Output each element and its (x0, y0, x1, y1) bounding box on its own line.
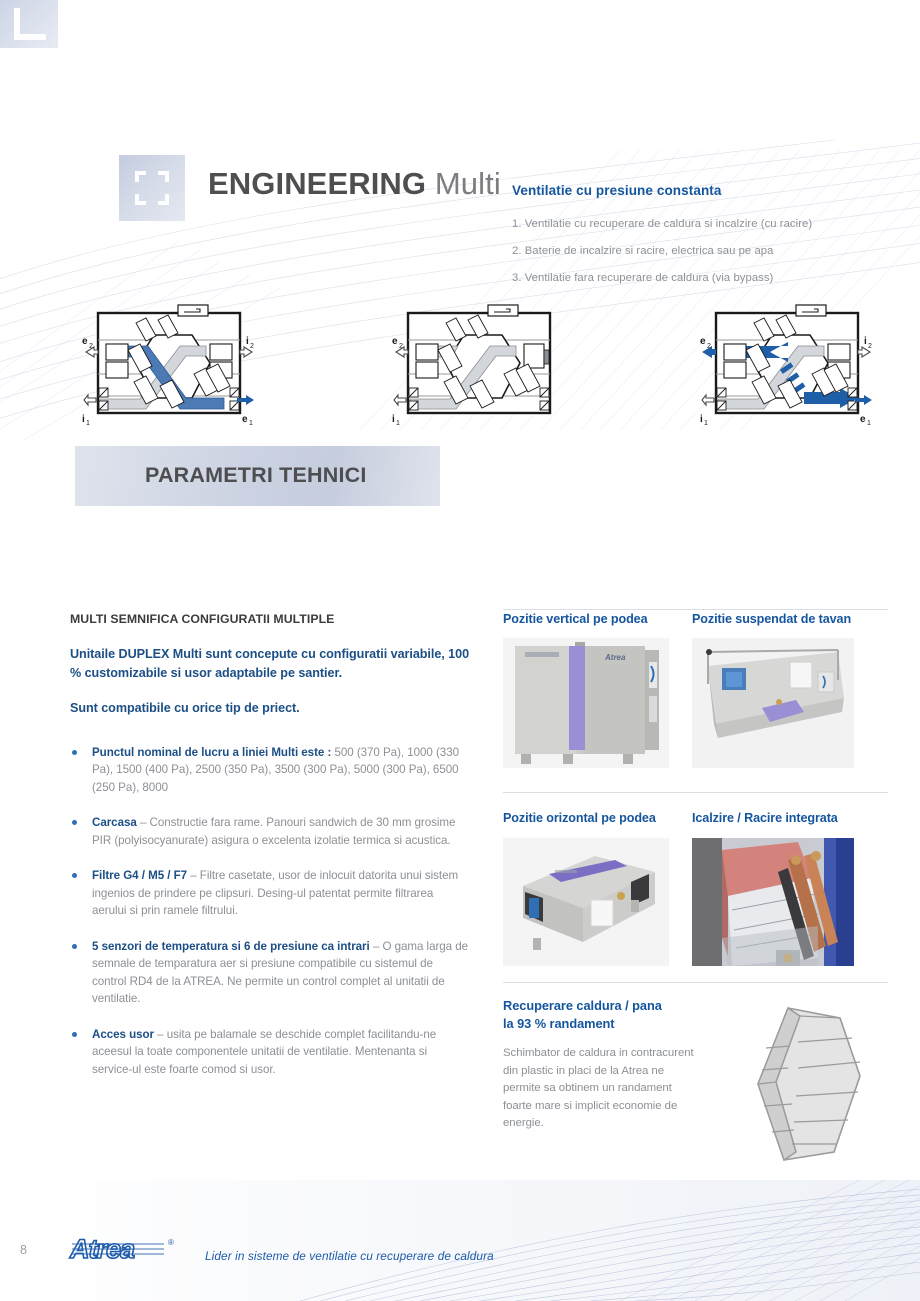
right-divider-top (503, 609, 888, 610)
right-divider-bottom (503, 982, 888, 983)
feature-bullet-title: Filtre G4 / M5 / F7 (92, 869, 188, 882)
feature-bullet-text: – O gama larga de semnale de temparatura… (92, 939, 469, 1006)
photo-vertical-floor: Atrea (503, 638, 669, 768)
photo-heading-integrated-heating-cooling: Icalzire / Racire integrata (692, 811, 838, 825)
heat-exchanger-graphic (757, 1006, 861, 1162)
left-column: MULTI SEMNIFICA CONFIGURATII MULTIPLE Un… (70, 612, 470, 1096)
page-number: 8 (20, 1243, 27, 1257)
section-banner: PARAMETRI TEHNICI (75, 446, 440, 506)
feature-bullet-text: – Filtre casetate, usor de inlocuit dato… (92, 869, 459, 917)
feature-bullet: Carcasa – Constructie fara rame. Panouri… (70, 814, 470, 849)
svg-text:1: 1 (867, 420, 871, 425)
photo-heading-ceiling-suspended: Pozitie suspendat de tavan (692, 612, 852, 626)
svg-text:1: 1 (249, 420, 253, 425)
corner-bracket-icon (14, 8, 46, 40)
svg-text:2: 2 (707, 343, 711, 350)
svg-text:i: i (246, 336, 249, 347)
bullet-dot-icon (72, 820, 77, 825)
feature-bullet: 5 senzori de temperatura si 6 de presiun… (70, 938, 470, 1008)
engineering-bracket-icon (119, 155, 185, 221)
svg-text:Atrea: Atrea (604, 653, 626, 662)
photo-ceiling-suspended (692, 638, 854, 768)
bullet-dot-icon (72, 749, 77, 755)
svg-text:e: e (700, 336, 706, 347)
svg-text:i: i (864, 336, 867, 347)
section-banner-label: PARAMETRI TEHNICI (145, 463, 367, 487)
feature-bullet-list: Punctul nominal de lucru a liniei Multi … (70, 744, 470, 1079)
photo-heading-horizontal-floor: Pozitie orizontal pe podea (503, 811, 656, 825)
page-title-strong: ENGINEERING (208, 166, 427, 201)
feature-bullet: Punctul nominal de lucru a liniei Multi … (70, 744, 470, 797)
svg-text:1: 1 (396, 420, 400, 425)
feature-bullet-text: – Constructie fara rame. Panouri sandwic… (92, 816, 456, 847)
heat-recovery-block: Recuperare caldura / pana la 93 % randam… (503, 997, 703, 1133)
feature-bullet-title: Acces usor (92, 1027, 155, 1041)
photo-horizontal-floor (503, 838, 669, 966)
photo-integrated-heating-cooling (692, 838, 854, 966)
feature-bullet-title: Punctul nominal de lucru a liniei Multi … (92, 745, 332, 759)
feature-bullet-title: 5 senzori de temperatura si 6 de presiun… (92, 939, 370, 953)
svg-text:e: e (860, 414, 866, 425)
feature-bullet: Acces usor – usita pe balamale se deschi… (70, 1026, 470, 1079)
svg-text:i: i (700, 414, 703, 425)
header-feature-item: 1. Ventilatie cu recuperare de caldura s… (512, 218, 813, 230)
feature-bullet-text: – usita pe balamale se deschide complet … (92, 1027, 437, 1076)
header-feature-heading: Ventilatie cu presiune constanta (512, 183, 722, 198)
left-lead-1: Unitaile DUPLEX Multi sunt concepute cu … (70, 647, 470, 680)
bullet-dot-icon (72, 873, 77, 878)
header-feature-item: 3. Ventilatie fara recuperare de caldura… (512, 272, 774, 284)
heat-recovery-heading: Recuperare caldura / pana la 93 % randam… (503, 997, 703, 1033)
heat-recovery-body: Schimbator de caldura in contracurent di… (503, 1047, 694, 1129)
right-divider-middle (503, 792, 888, 793)
bullet-dot-icon (72, 1031, 77, 1037)
svg-text:e: e (242, 414, 248, 425)
schematic-diagram-row: e 2 i 2 i 1 e 1 (0, 300, 920, 430)
page-title: ENGINEERING Multi (208, 166, 501, 202)
footer-tagline: Lider in sisteme de ventilatie cu recupe… (205, 1249, 494, 1263)
diagram-bypass: e 2 i 2 i 1 e 1 (700, 304, 872, 425)
registered-mark: ® (168, 1238, 174, 1247)
svg-text:2: 2 (399, 343, 403, 350)
svg-text:e: e (392, 336, 398, 347)
svg-text:2: 2 (89, 343, 93, 350)
left-lead-2: Sunt compatibile cu orice tip de priect. (70, 701, 300, 715)
photo-heading-vertical-floor: Pozitie vertical pe podea (503, 612, 648, 626)
page-title-light: Multi (434, 166, 501, 201)
feature-bullet-text: 500 (370 Pa), 1000 (330 Pa), 1500 (400 P… (92, 745, 459, 794)
svg-text:2: 2 (250, 343, 254, 350)
header-feature-item: 2. Baterie de incalzire si racire, elect… (512, 245, 774, 257)
diagram-heat-recovery-heating: e 2 i 2 i 1 e 1 (82, 304, 254, 425)
svg-text:2: 2 (868, 343, 872, 350)
bullet-dot-icon (72, 943, 77, 949)
svg-text:e: e (82, 336, 88, 347)
atrea-logo: Atrea ® (68, 1233, 174, 1265)
header-feature-list: Ventilatie cu presiune constanta 1. Vent… (512, 183, 892, 292)
feature-bullet: Filtre G4 / M5 / F7 – Filtre casetate, u… (70, 867, 470, 920)
svg-text:1: 1 (704, 420, 708, 425)
diagram-heating-cooling-coil: e 2 i 1 (392, 304, 552, 425)
corner-mark (0, 0, 58, 48)
heat-recovery-heading-line2: la 93 % randament (503, 1016, 615, 1031)
svg-text:i: i (392, 414, 395, 425)
bracket-square-icon (135, 171, 169, 205)
svg-text:1: 1 (86, 420, 90, 425)
heat-recovery-heading-line1: Recuperare caldura / pana (503, 998, 662, 1013)
svg-text:i: i (82, 414, 85, 425)
left-kicker: MULTI SEMNIFICA CONFIGURATII MULTIPLE (70, 612, 335, 626)
feature-bullet-title: Carcasa (92, 816, 137, 829)
